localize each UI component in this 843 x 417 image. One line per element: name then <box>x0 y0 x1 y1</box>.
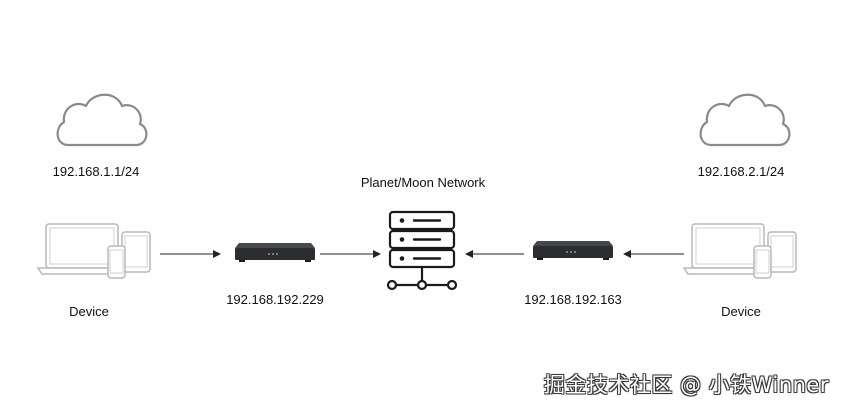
watermark: 掘金技术社区 @ 小铁Winner <box>543 373 829 397</box>
devices-icon <box>36 223 151 279</box>
right-subnet-label: 192.168.2.1/24 <box>697 164 785 179</box>
left-subnet-label: 192.168.1.1/24 <box>52 164 140 179</box>
left-router-ip-label: 192.168.192.229 <box>226 292 324 307</box>
planet-moon-network-label: Planet/Moon Network <box>360 175 486 190</box>
right-router-ip-label: 192.168.192.163 <box>524 292 622 307</box>
cloud-icon <box>56 93 148 147</box>
right-device-label: Device <box>721 304 761 319</box>
router-icon <box>533 241 613 260</box>
server-icon <box>386 210 458 291</box>
left-device-label: Device <box>69 304 109 319</box>
router-icon <box>235 243 315 262</box>
devices-icon <box>682 223 797 279</box>
cloud-icon <box>699 93 791 147</box>
